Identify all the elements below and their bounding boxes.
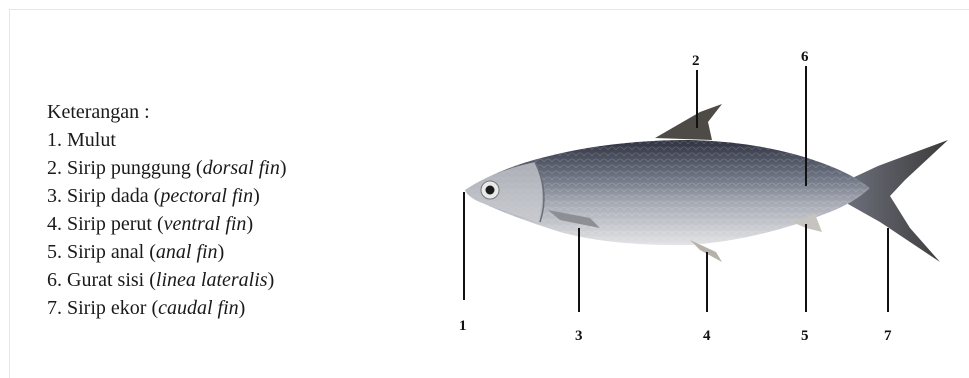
dorsal-fin [655, 104, 722, 140]
fish-head [465, 162, 542, 222]
callout-label-1: 1 [459, 318, 467, 334]
callout-label-5: 5 [801, 328, 809, 344]
callout-label-3: 3 [575, 328, 583, 344]
caudal-fin [848, 140, 948, 262]
callout-label-6: 6 [801, 49, 809, 65]
fish-pupil [486, 186, 495, 195]
callout-label-4: 4 [703, 328, 711, 344]
callout-label-7: 7 [884, 328, 892, 344]
callout-label-2: 2 [692, 53, 700, 69]
